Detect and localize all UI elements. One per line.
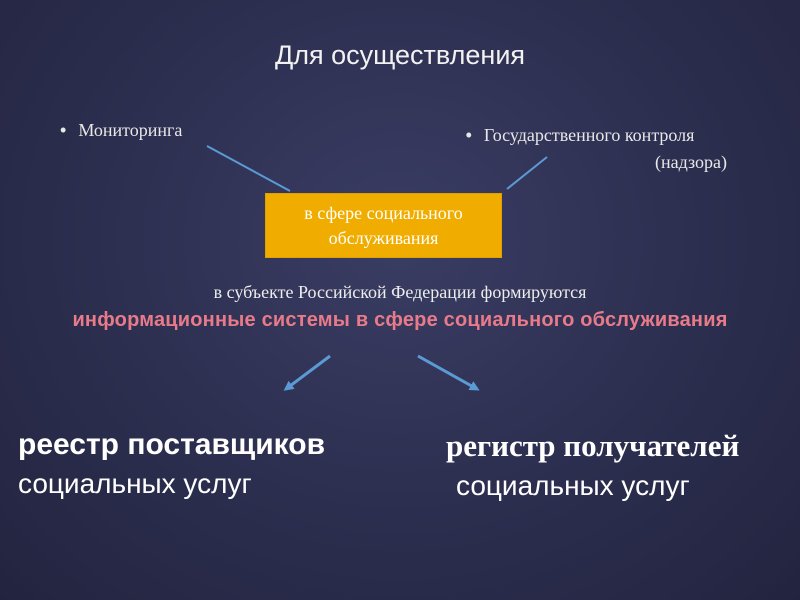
bullet-state-control: • Государственного контроля (надзора) (415, 122, 745, 176)
bullet-state-control-line2: (надзора) (655, 152, 727, 172)
bullet-dot: • (465, 125, 472, 145)
bullet-state-control-line1: • Государственного контроля (415, 122, 745, 149)
arrow-right (417, 354, 480, 391)
right-block-title: регистр получателей (446, 428, 740, 463)
social-service-box: в сфере социального обслуживания (265, 193, 502, 258)
right-block-subtitle: социальных услуг (456, 470, 690, 501)
box-line1: в сфере социального (304, 202, 463, 223)
middle-text: в субъекте Российской Федерации формирую… (213, 282, 587, 302)
bullet-monitoring-label: Мониторинга (78, 120, 183, 140)
bullet-state-control-label: Государственного контроля (483, 125, 695, 145)
bullet-monitoring: • Мониторинга (60, 120, 182, 141)
connector-line-right (506, 156, 548, 190)
left-block-title: реестр поставщиков (18, 428, 326, 461)
connector-line-left (206, 145, 291, 192)
highlight-text: информационные системы в сфере социально… (72, 309, 728, 331)
bullet-dot: • (60, 120, 67, 140)
box-line2: обслуживания (328, 227, 439, 248)
slide-title: Для осуществления (274, 40, 526, 70)
left-block-subtitle: социальных услуг (18, 468, 252, 499)
arrow-left (283, 354, 331, 391)
